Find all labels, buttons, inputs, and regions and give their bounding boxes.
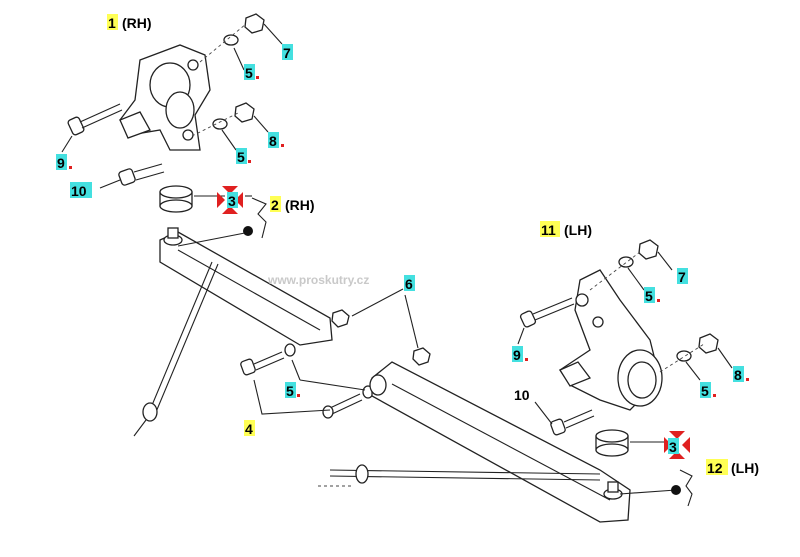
svg-text:6: 6 [405, 276, 413, 292]
svg-text:12: 12 [707, 460, 723, 476]
callout-1: 1 (RH) [107, 14, 152, 31]
svg-text:7: 7 [678, 269, 686, 285]
svg-text:(RH): (RH) [122, 15, 152, 31]
callout-11: 11 (LH) [540, 221, 592, 238]
callout-2: 2 (RH) [270, 196, 315, 213]
nut-lh-lower [698, 333, 733, 369]
stabilizer-link-rh [133, 261, 219, 437]
bolt-lh-9 [517, 297, 575, 345]
stabilizer-link-lh [318, 464, 601, 487]
svg-text:1: 1 [108, 15, 116, 31]
washer-rh-upper [199, 23, 247, 63]
bolt-center-upper [240, 343, 296, 376]
callout-8-lh: 8 [733, 366, 749, 383]
svg-text:(LH): (LH) [564, 222, 592, 238]
svg-text:4: 4 [245, 421, 253, 437]
svg-text:(LH): (LH) [731, 460, 759, 476]
svg-text:8: 8 [734, 367, 742, 383]
bracket-lh [679, 469, 693, 507]
washer-lh-lower [659, 343, 705, 381]
callout-7-lh: 7 [677, 268, 688, 285]
svg-text:10: 10 [514, 387, 530, 403]
callout-4: 4 [244, 420, 255, 437]
svg-text:3: 3 [669, 439, 677, 455]
bolt-center-lower [322, 385, 374, 419]
callout-5-rh-upper: 5 [244, 64, 259, 81]
svg-text:11: 11 [541, 222, 556, 238]
steering-knuckle-rh [119, 44, 211, 151]
nut-lh-upper [638, 239, 673, 271]
bracket-rh [251, 197, 267, 239]
bolt-rh-9 [61, 103, 123, 153]
callout-10-lh: 10 [514, 387, 530, 403]
nut-rh-lower [234, 102, 269, 133]
callout-7-rh: 7 [282, 44, 293, 61]
svg-text:7: 7 [283, 45, 291, 61]
svg-text:5: 5 [701, 383, 709, 399]
bushing-lh [595, 429, 665, 457]
callout-5-lh-upper: 5 [644, 287, 660, 304]
bushing-rh [159, 185, 225, 213]
callout-8-rh: 8 [268, 132, 284, 149]
red-marker-rh [217, 186, 243, 214]
bolt-rh-10 [99, 163, 165, 189]
washer-lh-upper [589, 251, 645, 291]
callout-3-rh: 3 [227, 192, 238, 209]
svg-text:2: 2 [271, 197, 279, 213]
svg-text:5: 5 [237, 149, 245, 165]
callout-3-lh: 3 [668, 438, 679, 455]
nut-center [331, 288, 431, 366]
washer-rh-lower [191, 111, 241, 151]
callout-5-lh-lower: 5 [700, 382, 716, 399]
lower-arm-rh [159, 226, 333, 346]
nut-rh-upper [244, 13, 283, 45]
svg-text:(RH): (RH) [285, 197, 315, 213]
lower-arm-lh [369, 361, 681, 523]
bolt-lh-10 [534, 401, 595, 436]
callout-5-center: 5 [285, 382, 300, 399]
svg-text:9: 9 [57, 155, 65, 171]
callout-12: 12 (LH) [706, 459, 759, 476]
svg-text:5: 5 [645, 288, 653, 304]
callout-10-rh: 10 [70, 182, 92, 199]
watermark: www.proskutry.cz [267, 273, 369, 287]
callout-9-lh: 9 [512, 346, 528, 363]
svg-text:5: 5 [245, 65, 253, 81]
svg-text:3: 3 [228, 193, 236, 209]
svg-text:9: 9 [513, 347, 521, 363]
svg-text:8: 8 [269, 133, 277, 149]
callout-5-rh-lower: 5 [236, 148, 251, 165]
svg-text:10: 10 [71, 183, 87, 199]
callout-9-rh: 9 [56, 154, 72, 171]
svg-text:5: 5 [286, 383, 294, 399]
steering-knuckle-lh [559, 269, 663, 411]
callout-6: 6 [404, 275, 415, 292]
